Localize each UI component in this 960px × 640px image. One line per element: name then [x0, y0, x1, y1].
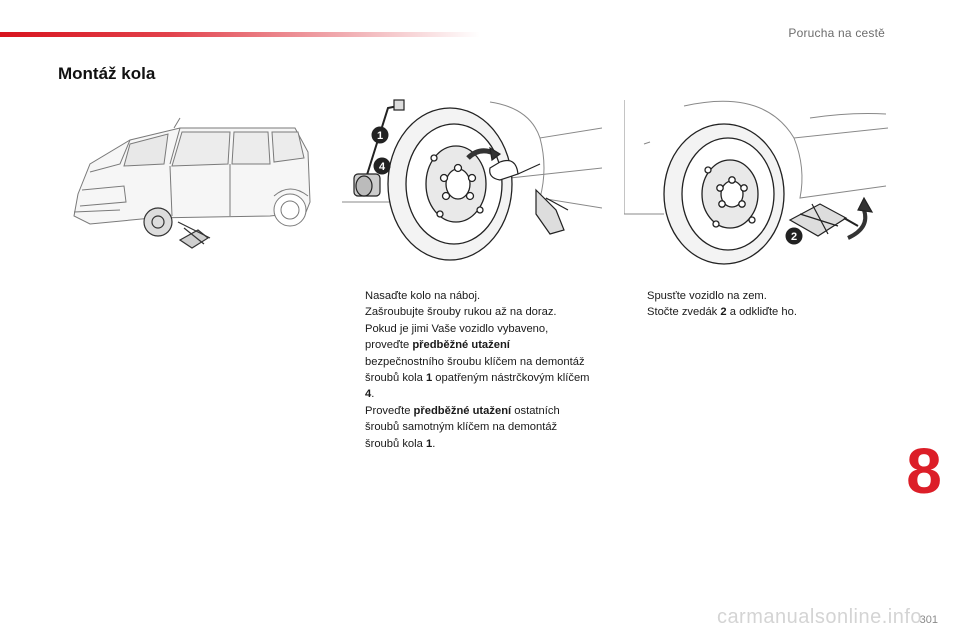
instruction-text: . [371, 388, 375, 401]
page-heading: Montáž kola [58, 64, 156, 83]
instruction-emphasis: 4 [365, 388, 372, 401]
instruction-text: Spusťte vozidlo na zem. [647, 290, 767, 302]
wheel-tightening-illustration: 1 4 [340, 98, 602, 270]
instruction-text: Pokud je jimi Vaše vozidlo vybaveno, pro… [365, 322, 549, 352]
header-accent-bar [0, 32, 480, 37]
instruction-text: Proveďte [365, 404, 414, 417]
instruction-item: Stočte zvedák 2 a odkliďte ho. [622, 304, 862, 320]
instruction-text: Zašroubujte šrouby rukou až na doraz. [365, 306, 557, 319]
instruction-text: a odkliďte ho. [726, 306, 797, 319]
watermark: carmanualsonline.info [716, 606, 922, 628]
callout-4: 4 [379, 161, 386, 173]
instruction-text: Stočte zvedák [647, 306, 721, 319]
instruction-text: . [432, 437, 436, 450]
instruction-text: ostatních šroubů samotným klíčem na demo… [365, 404, 560, 450]
instruction-emphasis: 1 [425, 372, 433, 385]
wheel-lowering-illustration: 2 [624, 98, 888, 268]
instruction-text: Nasaďte kolo na náboj. [365, 290, 481, 302]
instruction-item: Nasaďte kolo na náboj. [340, 288, 590, 304]
instruction-item: Spusťte vozidlo na zem. [622, 288, 862, 304]
instruction-text: bezpečnostního šroubu klíčem na demontáž… [365, 355, 585, 385]
callout-2: 2 [791, 231, 797, 243]
instructions-right: Spusťte vozidlo na zem. Stočte zvedák 2 a… [622, 288, 862, 321]
instruction-emphasis: 1 [425, 437, 433, 450]
instruction-emphasis: předběžné utažení [412, 339, 510, 352]
instructions-left: Nasaďte kolo na náboj. Zašroubujte šrouby… [340, 288, 590, 452]
instruction-item: Proveďte předběžné utažení ostatních šro… [340, 403, 590, 452]
instruction-text: opatřeným nástrčkovým klíčem [432, 372, 590, 385]
section-title: Porucha na cestě [788, 26, 885, 40]
instruction-item: Zašroubujte šrouby rukou až na doraz. [340, 304, 590, 320]
instruction-emphasis: 2 [720, 306, 727, 319]
instruction-item: Pokud je jimi Vaše vozidlo vybaveno, pro… [340, 321, 590, 403]
van-illustration [60, 112, 315, 262]
callout-1: 1 [377, 130, 383, 142]
instruction-emphasis: předběžné utažení [413, 404, 512, 417]
chapter-number: 8 [906, 435, 942, 507]
page-number: 301 [919, 614, 938, 626]
